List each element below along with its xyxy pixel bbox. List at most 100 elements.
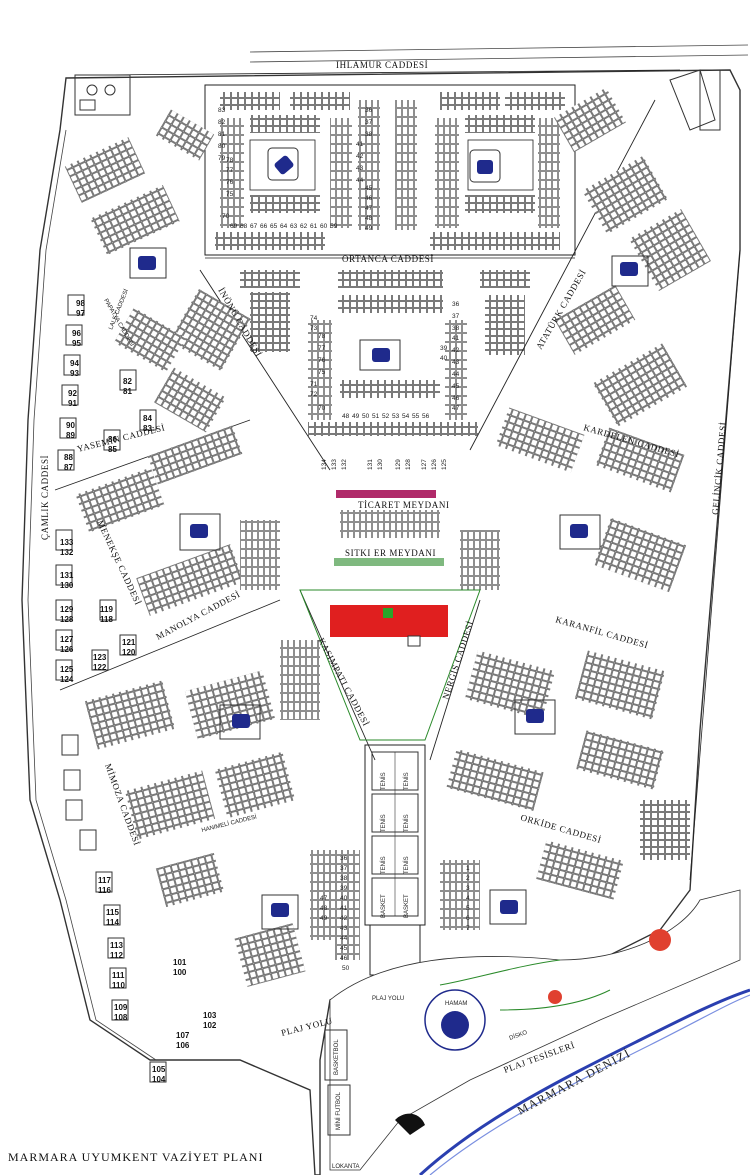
block-number: 5 — [466, 905, 470, 912]
block-number: 105 — [152, 1065, 166, 1074]
block-number: 110 — [112, 981, 125, 990]
block-number: 121 — [122, 638, 136, 647]
pool-se — [514, 699, 556, 735]
block-number: 134 — [321, 459, 328, 470]
block-number: 95 — [72, 339, 81, 348]
block-number: 48 — [365, 215, 373, 222]
block-number: 98 — [76, 299, 85, 308]
block-number: 96 — [72, 329, 81, 338]
block-number: 129 — [60, 605, 74, 614]
em-blocks — [460, 407, 687, 593]
block-number: 111 — [112, 971, 125, 980]
block-number: 36 — [365, 107, 373, 114]
block-number: 59 — [330, 223, 338, 230]
block-number: 93 — [70, 369, 79, 378]
block-number: 90 — [66, 421, 75, 430]
block-number: 124 — [60, 675, 74, 684]
block-number: 132 — [60, 548, 74, 557]
manolya-road — [59, 599, 281, 691]
block-number: 53 — [392, 413, 400, 420]
block-number: 100 — [173, 968, 187, 977]
tenis-label-2: TENİS — [403, 772, 410, 790]
block-number: 77 — [226, 167, 234, 174]
hamam-label: HAMAM — [445, 1001, 467, 1007]
map-title: MARMARA UYUMKENT VAZİYET PLANI — [8, 1150, 264, 1164]
block-number: 42 — [452, 347, 460, 354]
pool-wm — [179, 513, 221, 551]
block-number: 71 — [310, 381, 318, 388]
tenis-label-3: TENİS — [380, 814, 387, 832]
block-number: 94 — [70, 359, 79, 368]
block-number: 109 — [114, 1003, 128, 1012]
block-number: 76 — [226, 179, 234, 186]
block-number: 56 — [422, 413, 430, 420]
block-number: 131 — [367, 459, 374, 470]
block-numbers-west: 98 97 96 95 94 93 92 91 90 89 88 87 86 8… — [64, 299, 152, 472]
block-number: 97 — [76, 309, 85, 318]
block-number: 127 — [60, 635, 74, 644]
block-number: 82 — [123, 377, 132, 386]
pool-sw — [219, 704, 261, 740]
block-number: 46 — [365, 195, 373, 202]
block-number: 7 — [466, 925, 470, 932]
pool-ne — [611, 255, 649, 287]
lokanta-label: LOKANTA — [332, 1164, 360, 1170]
west-strip-houses — [55, 294, 167, 1083]
block-number: 37 — [452, 313, 460, 320]
block-number: 120 — [122, 648, 136, 657]
block-number: 41 — [356, 141, 364, 148]
sea-shoreline — [418, 988, 750, 1175]
block-numbers-southwest: 133 132 131 130 129 128 127 126 125 124 … — [60, 538, 217, 1084]
block-number: 70 — [222, 213, 230, 220]
block-number: 129 — [395, 459, 402, 470]
block-number: 117 — [98, 876, 111, 885]
block-number: 63 — [290, 223, 298, 230]
block-number: 36 — [340, 855, 348, 862]
block-number: 62 — [300, 223, 308, 230]
block-number: 67 — [250, 223, 258, 230]
north-zone — [204, 84, 576, 256]
block-number: 101 — [173, 958, 187, 967]
block-number: 73 — [310, 325, 318, 332]
block-number: 36 — [452, 301, 460, 308]
camlik-street-label: ÇAMLIK CADDESİ — [40, 455, 50, 540]
sitki-er-square — [299, 589, 481, 741]
block-number: 43 — [452, 359, 460, 366]
block-number: 115 — [106, 908, 119, 917]
block-number: 83 — [143, 424, 152, 433]
block-number: 89 — [66, 431, 75, 440]
tenis-label-6: TENİS — [403, 856, 410, 874]
sw-blocks — [84, 640, 360, 987]
block-number: 122 — [93, 663, 107, 672]
block-number: 84 — [143, 414, 152, 423]
ataturk-road — [469, 99, 656, 451]
block-number: 39 — [440, 345, 448, 352]
block-number: 78 — [318, 333, 326, 340]
block-number: 44 — [356, 177, 364, 184]
pool-nw — [129, 247, 167, 279]
sitki-er-meydani-label: SITKI ER MEYDANI — [345, 548, 436, 558]
sports-courts — [364, 744, 426, 976]
block-number: 43 — [356, 165, 364, 172]
block-numbers-south: 36 37 38 39 40 41 42 43 44 45 46 47 48 4… — [320, 855, 470, 972]
middle-blocks — [240, 270, 530, 436]
block-number: 49 — [352, 413, 360, 420]
block-number: 48 — [320, 905, 328, 912]
block-number: 130 — [60, 581, 74, 590]
block-number: 131 — [60, 571, 74, 580]
block-number: 43 — [340, 925, 348, 932]
block-number: 80 — [218, 143, 226, 150]
block-number: 37 — [340, 865, 348, 872]
block-numbers-center: 134 133 132 131 130 129 128 127 126 125 — [321, 459, 448, 470]
block-number: 44 — [452, 371, 460, 378]
block-number: 40 — [340, 895, 348, 902]
block-number: 70 — [318, 405, 326, 412]
nw-utility — [74, 74, 131, 116]
ortanca-street-label: ORTANCA CADDESİ — [342, 254, 434, 264]
block-number: 82 — [218, 119, 226, 126]
block-number: 50 — [362, 413, 370, 420]
block-number: 83 — [218, 107, 226, 114]
ihlamur-road-line — [99, 69, 681, 76]
ne-utility — [669, 69, 721, 131]
